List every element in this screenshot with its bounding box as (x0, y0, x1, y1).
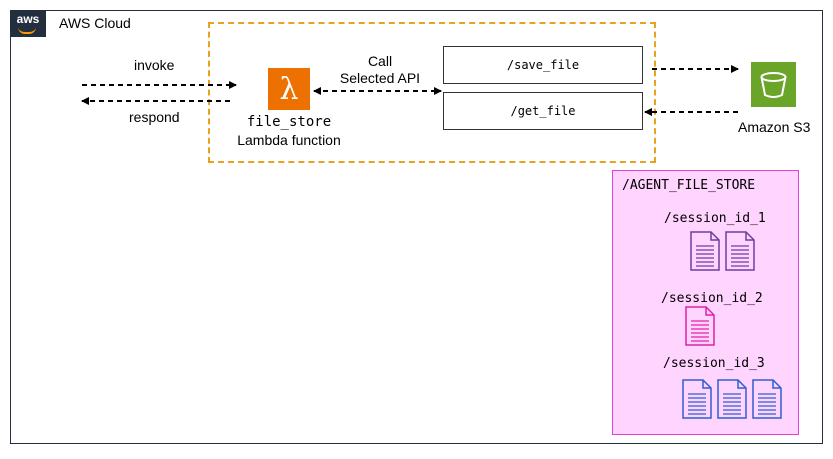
lambda-group-boundary (208, 22, 656, 163)
session-2-label: /session_id_2 (661, 291, 763, 306)
document-icon (682, 379, 712, 419)
aws-cloud-frame (10, 10, 823, 444)
document-icon (717, 379, 747, 419)
session-1-label: /session_id_1 (664, 211, 766, 226)
api-get-file: /get_file (443, 92, 643, 130)
aws-logo-icon: aws (10, 10, 46, 37)
document-icon (685, 306, 715, 346)
store-root-label: /AGENT_FILE_STORE (622, 178, 756, 193)
cloud-label: AWS Cloud (59, 15, 131, 31)
document-icon (752, 379, 782, 419)
lambda-icon: λ (268, 68, 310, 110)
api-save-file-label: /save_file (506, 58, 580, 72)
api-get-file-label: /get_file (510, 104, 576, 118)
aws-logo-text: aws (16, 12, 40, 26)
respond-label: respond (129, 109, 180, 125)
document-icon (725, 231, 755, 271)
call-label-line1: Call (367, 53, 393, 69)
lambda-type: Lambda function (237, 132, 341, 148)
session-3-label: /session_id_3 (663, 356, 765, 371)
agent-file-store (612, 170, 799, 435)
api-save-file: /save_file (443, 46, 643, 84)
aws-smile-shape (18, 27, 36, 34)
lambda-name: file_store (246, 114, 332, 130)
invoke-label: invoke (134, 57, 175, 73)
s3-label: Amazon S3 (738, 119, 811, 135)
call-label-line2: Selected API (339, 70, 421, 86)
bucket-icon (751, 62, 796, 107)
document-icon (690, 231, 720, 271)
